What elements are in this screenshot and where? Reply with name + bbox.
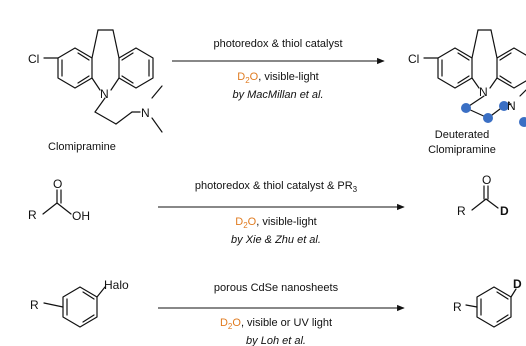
atom-r-haloarene: R [30,298,39,312]
conditions-3-line1: porous CdSe nanosheets [214,282,339,294]
clomipramine-label: Clomipramine [48,141,116,153]
atom-d-arene: D [513,277,522,291]
atom-n-start: N [100,87,109,101]
conditions-3-line3: by Loh et al. [246,335,306,346]
atom-n-product: N [479,85,488,99]
carboxylic-acid-structure [42,189,72,215]
reagent-d2o-2: D2O [235,216,256,230]
conditions-2-line1: photoredox & thiol catalyst & PR3 [195,180,358,194]
conditions-3-line2: D2O, visible or UV light [220,317,332,331]
atom-oh-acid: OH [72,209,90,223]
atom-halo: Halo [104,278,129,292]
reagent-d2o-1: D2O [237,71,258,85]
conditions-1-line1: photoredox & thiol catalyst [213,38,342,50]
deuterium-dot [461,103,471,113]
atom-r-acid: R [28,208,37,222]
conditions-2-line2: D2O, visible-light [235,216,317,230]
deuterium-dot [499,101,509,111]
atom-r-deuteroarene: R [453,300,462,314]
atom-o-aldehyde: O [482,173,491,187]
atom-cl-start: Cl [28,52,39,66]
atom-n-amine-start: N [141,106,150,120]
deuterium-dot [519,117,526,127]
deuterated-clomipramine-structure [423,29,526,119]
deuterated-label-line2: Clomipramine [428,144,496,156]
atom-r-aldehyde: R [457,204,466,218]
conditions-2-line3: by Xie & Zhu et al. [231,234,321,246]
conditions-1-line3: by MacMillan et al. [232,89,323,101]
atom-cl-product: Cl [408,52,419,66]
conditions-1-line2: D2O, visible-light [237,71,319,85]
reagent-d2o-3: D2O [220,317,241,331]
aldehyde-structure [471,185,499,211]
clomipramine-structure [43,29,163,133]
deuterium-dot [483,113,493,123]
atom-n-amine-product: N [507,99,516,113]
deuterated-label-line1: Deuterated [435,129,489,141]
atom-d-aldehyde: D [500,204,509,218]
deuteroarene-structure [465,286,517,328]
haloarene-structure [43,286,106,328]
atom-o-acid: O [53,177,62,191]
